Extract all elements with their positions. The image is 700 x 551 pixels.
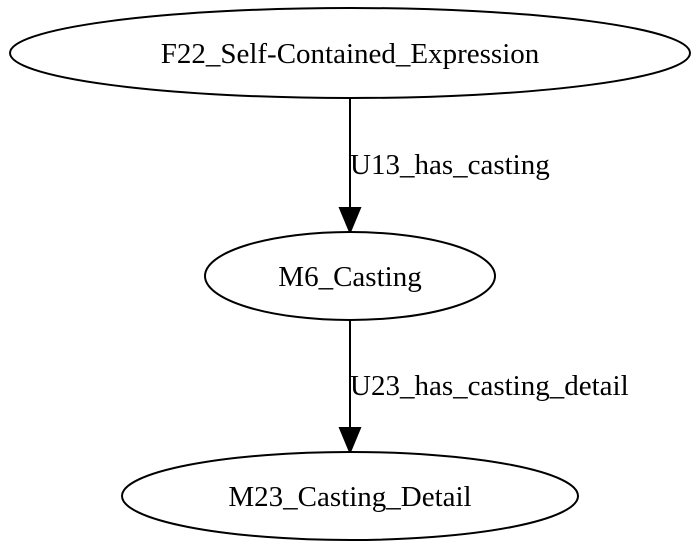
node-f22-self-contained-expression[interactable]: F22_Self-Contained_Expression xyxy=(9,7,691,99)
edge-has-casting: U13_has_casting xyxy=(338,98,550,235)
node-label-m23: M23_Casting_Detail xyxy=(228,481,471,513)
node-m6-casting[interactable]: M6_Casting xyxy=(204,231,496,321)
node-ellipse-f22 xyxy=(9,7,691,99)
edge-label-has-casting-detail: U23_has_casting_detail xyxy=(350,370,629,402)
arrowhead-has-casting xyxy=(338,207,362,235)
node-ellipse-m6 xyxy=(204,231,496,321)
node-ellipse-m23 xyxy=(121,451,579,541)
node-m23-casting-detail[interactable]: M23_Casting_Detail xyxy=(121,451,579,541)
arrowhead-has-casting-detail xyxy=(338,427,362,455)
node-label-f22: F22_Self-Contained_Expression xyxy=(161,38,540,70)
edge-label-has-casting: U13_has_casting xyxy=(350,149,550,181)
edge-has-casting-detail: U23_has_casting_detail xyxy=(338,320,629,455)
node-label-m6: M6_Casting xyxy=(278,261,421,293)
